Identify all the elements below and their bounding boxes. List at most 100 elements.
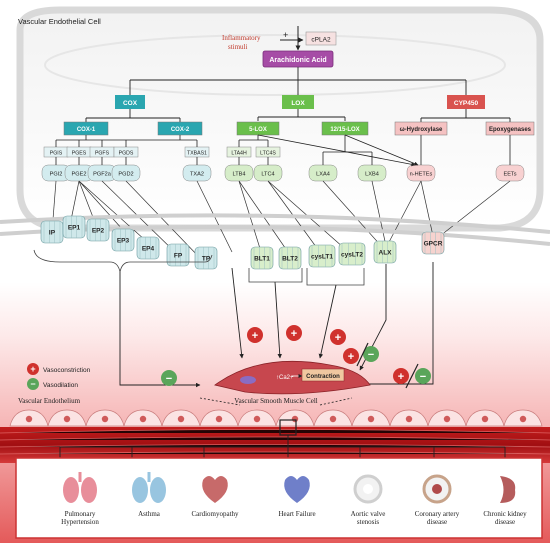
receptor-label: EP3 bbox=[117, 238, 130, 245]
prostanoid-vasodilation-sign-icon bbox=[161, 370, 177, 386]
receptor-label: BLT1 bbox=[254, 256, 270, 263]
chronic-kidney-disease-icon bbox=[500, 476, 516, 503]
receptor-gpcr: GPCR bbox=[421, 231, 445, 255]
synthase-label-lta4h: LTA4H bbox=[231, 151, 247, 157]
endothelial-nucleus bbox=[405, 415, 413, 423]
calcium-label: ↑Ca2+ bbox=[276, 375, 294, 381]
enzyme-label-epoxygenases: Epoxygenases bbox=[489, 127, 532, 133]
synthase-label-txbas1: TXBAS1 bbox=[187, 151, 207, 157]
aortic-valve-stenosis-icon bbox=[353, 474, 383, 504]
synthase-label-ltc4s: LTC4S bbox=[260, 151, 276, 157]
asthma-icon bbox=[132, 472, 166, 503]
stimuli-line-2: stimuli bbox=[228, 43, 248, 51]
blt-vasoconstriction-sign-icon bbox=[286, 325, 302, 341]
cox-box bbox=[115, 95, 145, 109]
label-line: Coronary artery bbox=[415, 510, 460, 518]
receptor-label: cysLT1 bbox=[311, 254, 333, 261]
endothelial-nucleus bbox=[101, 415, 109, 423]
endothelial-nucleus bbox=[63, 415, 71, 423]
receptor-ep4: EP4 bbox=[136, 236, 160, 260]
receptor-label: cysLT2 bbox=[341, 252, 363, 259]
receptor-body bbox=[421, 231, 445, 255]
receptor-cyslt1: cysLT1 bbox=[308, 244, 336, 268]
product-label-pgd2: PGD2 bbox=[118, 172, 133, 178]
label-line: disease bbox=[495, 518, 515, 526]
cell-label: Vascular Endothelial Cell bbox=[18, 17, 101, 26]
product-label-txa2: TXA2 bbox=[190, 172, 204, 178]
endothelial-nucleus bbox=[329, 415, 337, 423]
endothelial-cells bbox=[9, 409, 543, 427]
receptor-label: ALX bbox=[379, 250, 393, 257]
label-line: Cardiomyopathy bbox=[191, 510, 239, 518]
cyp450-box bbox=[447, 95, 485, 109]
gpcr-vasodilation-sign-glyph: − bbox=[420, 371, 426, 383]
gpcr-divider bbox=[405, 363, 419, 389]
receptor-body bbox=[373, 240, 397, 264]
receptor-label: TP bbox=[202, 256, 211, 263]
receptor-body bbox=[250, 246, 274, 270]
endothelial-nucleus bbox=[177, 415, 185, 423]
receptor-label: EP2 bbox=[92, 228, 105, 235]
alx-vasoconstriction-sign-glyph: + bbox=[348, 351, 354, 363]
cyslt-vasoconstriction-sign-icon bbox=[330, 329, 346, 345]
synthase-label-pges: PGES bbox=[72, 151, 87, 157]
endothelial-nucleus bbox=[519, 415, 527, 423]
receptor-label: IP bbox=[49, 230, 56, 237]
label-line: Hypertension bbox=[61, 518, 99, 526]
receptor-fp: FP bbox=[166, 243, 190, 267]
product-label-lxa4: LXA4 bbox=[316, 172, 330, 178]
endothelial-nucleus bbox=[25, 415, 33, 423]
gpcr-vasoconstriction-sign-glyph: + bbox=[398, 371, 404, 383]
receptor-body bbox=[111, 228, 135, 252]
product-label-lxb4: LXB4 bbox=[365, 172, 379, 178]
label-line: stenosis bbox=[357, 518, 379, 526]
receptor-ep2: EP2 bbox=[86, 218, 110, 242]
left-lung-shape bbox=[132, 477, 148, 503]
product-label-pgi2: PGI2 bbox=[50, 172, 63, 178]
receptor-label: BLT2 bbox=[282, 256, 298, 263]
tp-vasoconstriction-sign-icon bbox=[247, 327, 263, 343]
label-line: Pulmonary bbox=[65, 510, 96, 518]
contraction-label: Contraction bbox=[306, 374, 340, 380]
lox-label: LOX bbox=[291, 100, 305, 107]
receptor-label: GPCR bbox=[424, 241, 443, 248]
enzyme-label-12-15-lox: 12/15-LOX bbox=[330, 127, 359, 133]
vessel-wall-fibers bbox=[0, 429, 550, 455]
receptor-body bbox=[278, 246, 302, 270]
enzyme-label-cox-1: COX-1 bbox=[77, 127, 96, 133]
endothelial-nucleus bbox=[139, 415, 147, 423]
heart-shape bbox=[284, 476, 310, 503]
legend-vasoconstriction: Vasoconstriction bbox=[43, 367, 91, 374]
synthase-label-pgfs: PGFS bbox=[95, 151, 110, 157]
legend-minus-glyph: − bbox=[30, 379, 35, 389]
receptor-cyslt2: cysLT2 bbox=[338, 242, 366, 266]
receptor-body bbox=[86, 218, 110, 242]
label-line: Heart Failure bbox=[278, 510, 315, 518]
endothelial-nucleus bbox=[481, 415, 489, 423]
receptor-tp: TP bbox=[194, 246, 218, 270]
nucleus-outline bbox=[44, 34, 506, 96]
alx-vasodilation-sign-icon bbox=[363, 346, 379, 362]
label-line: Asthma bbox=[138, 510, 161, 518]
effect-signs: ++++−−+− bbox=[161, 325, 431, 389]
cell-membrane bbox=[16, 6, 544, 232]
coronary-artery-disease-icon bbox=[422, 474, 452, 504]
synthase-label-pgis: PGIS bbox=[50, 151, 63, 157]
receptor-ep3: EP3 bbox=[111, 228, 135, 252]
receptor-blt1: BLT1 bbox=[250, 246, 274, 270]
receptor-ip: IP bbox=[40, 220, 64, 244]
receptor-body bbox=[194, 246, 218, 270]
left-lung-shape bbox=[63, 477, 79, 503]
endothelial-nucleus bbox=[291, 415, 299, 423]
product-label-ltb4: LTB4 bbox=[233, 172, 246, 178]
cpla2-label: cPLA2 bbox=[311, 37, 331, 44]
disease-panel bbox=[15, 457, 543, 539]
endothelium-label: Vascular Endothelium bbox=[18, 397, 81, 405]
